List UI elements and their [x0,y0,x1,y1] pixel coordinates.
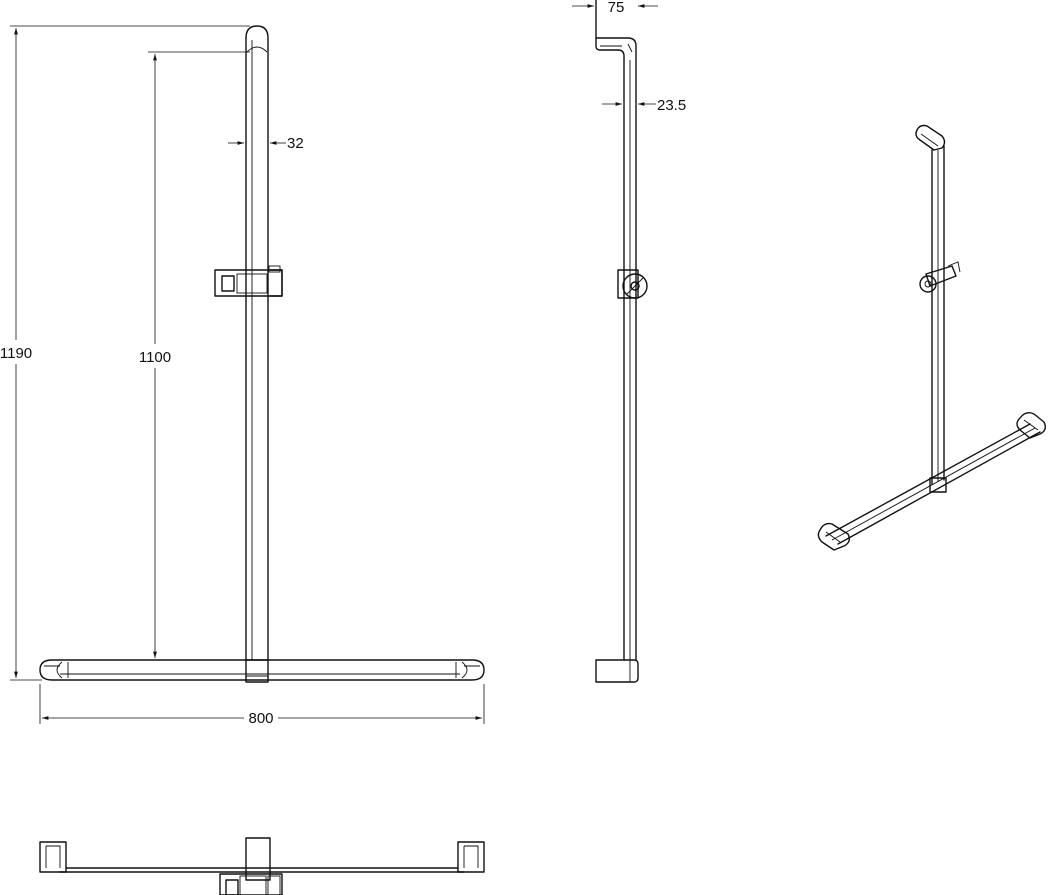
front-dimensions: 1190 1100 32 800 [0,25,485,727]
total-height-label: 1190 [0,345,32,362]
front-view [39,25,485,683]
side-view [595,0,648,683]
top-view [39,837,485,895]
tube-diameter-label: 32 [287,135,304,152]
isometric-view [817,124,1047,551]
bar-width-label: 800 [248,710,273,727]
rail-height-label: 1100 [139,349,171,366]
side-dimensions: 75 23.5 [572,0,686,114]
side-tube-width-label: 23.5 [657,97,686,114]
wall-offset-label: 75 [608,0,625,16]
